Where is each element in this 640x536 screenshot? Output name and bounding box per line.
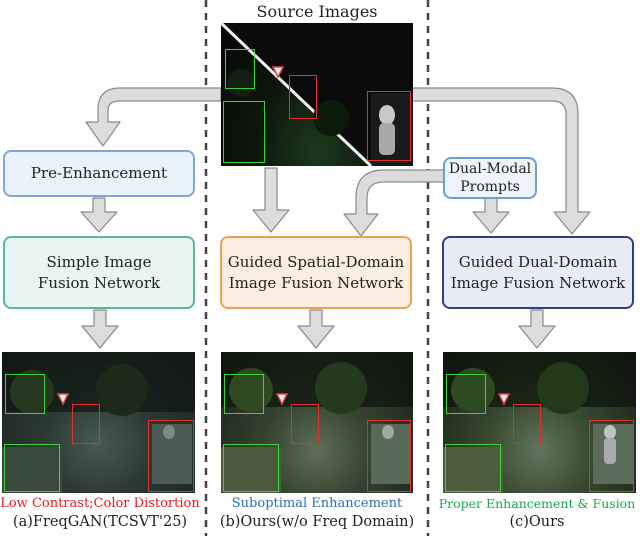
guided-spatial-box: Guided Spatial-Domain Image Fusion Netwo… — [220, 236, 412, 309]
result-c-green-box-2 — [445, 444, 501, 492]
result-c-red-box-2 — [589, 420, 634, 492]
caption-c-label: Proper Enhancement & Fusion — [438, 496, 636, 511]
result-a-red-box-2 — [148, 420, 194, 492]
result-c-red-box-1 — [513, 404, 541, 444]
source-red-box-1 — [289, 75, 317, 119]
simple-fusion-box: Simple Image Fusion Network — [3, 236, 195, 309]
guided-dual-box: Guided Dual-Domain Image Fusion Network — [442, 236, 634, 309]
arrow-spatial-to-result-b — [297, 309, 335, 349]
source-red-box-2 — [367, 91, 411, 161]
guided-dual-line2: Image Fusion Network — [450, 273, 626, 292]
result-b-red-box-2 — [367, 420, 411, 492]
result-b-green-box-1 — [224, 374, 264, 414]
arrow-pre-to-simple — [80, 197, 118, 233]
result-a-green-box-2 — [4, 444, 60, 492]
source-green-box-1 — [225, 49, 255, 89]
guided-dual-line1: Guided Dual-Domain — [458, 252, 618, 271]
arrow-source-to-preenhancement — [85, 87, 222, 147]
simple-fusion-line2: Fusion Network — [37, 273, 161, 292]
arrow-prompts-to-dual — [472, 197, 510, 234]
caption-c-method: (c)Ours — [509, 514, 565, 530]
caption-b-method: (b)Ours(w/o Freq Domain) — [219, 514, 415, 530]
caption-a-method: (a)FreqGAN(TCSVT'25) — [12, 514, 188, 530]
source-green-box-2 — [223, 101, 265, 163]
dual-modal-prompts-box: Dual-Modal Prompts — [443, 157, 537, 199]
dual-modal-line2: Prompts — [460, 179, 520, 195]
result-a-green-box-1 — [5, 374, 45, 414]
source-image-composite — [221, 23, 413, 166]
caption-a-label: Low Contrast;Color Distortion — [0, 496, 200, 511]
simple-fusion-line1: Simple Image — [46, 252, 152, 271]
arrow-simple-to-result-a — [81, 309, 119, 349]
result-image-a — [2, 352, 195, 493]
result-c-green-box-1 — [446, 374, 486, 414]
source-images-title: Source Images — [256, 2, 378, 21]
result-b-green-box-2 — [223, 444, 279, 492]
arrow-source-to-guided-dual — [411, 87, 591, 235]
result-image-b — [221, 352, 413, 493]
guided-spatial-line2: Image Fusion Network — [228, 273, 404, 292]
pre-enhancement-label: Pre-Enhancement — [30, 164, 168, 182]
arrow-prompts-to-spatial — [343, 169, 445, 237]
arrow-dual-to-result-c — [518, 309, 556, 349]
arrow-source-to-spatial — [252, 167, 290, 233]
dual-modal-line1: Dual-Modal — [448, 161, 532, 177]
pre-enhancement-box: Pre-Enhancement — [3, 150, 195, 197]
result-b-red-box-1 — [291, 404, 319, 444]
caption-b-label: Suboptimal Enhancement — [231, 496, 403, 511]
guided-spatial-line1: Guided Spatial-Domain — [227, 252, 405, 271]
result-image-c — [443, 352, 636, 493]
result-a-red-box-1 — [72, 404, 100, 444]
